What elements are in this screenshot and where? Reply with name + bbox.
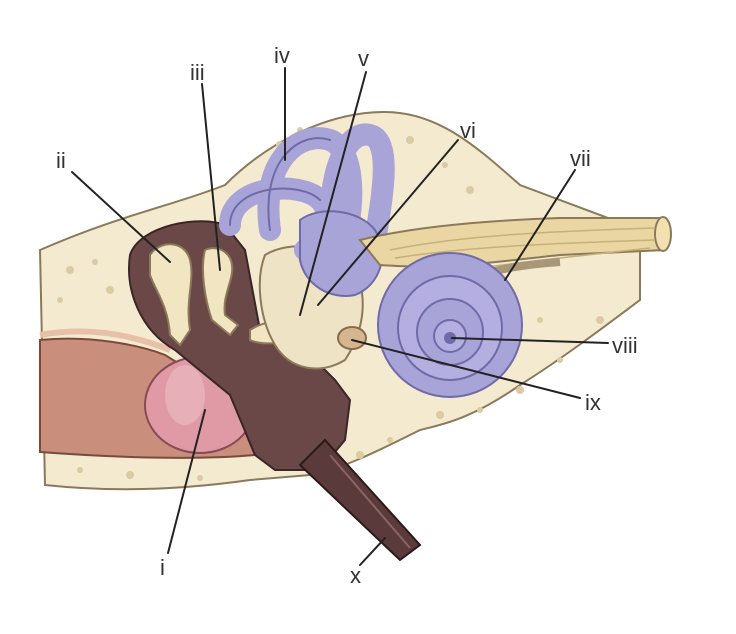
label-iv: iv xyxy=(274,43,290,68)
leader-line-ix xyxy=(351,339,581,399)
label-i: i xyxy=(160,555,165,580)
vestibular-body xyxy=(299,210,384,297)
label-vi: vi xyxy=(460,118,476,143)
leader-line-v xyxy=(299,71,367,316)
leader-line-i xyxy=(167,409,206,554)
label-ii: ii xyxy=(56,148,66,173)
label-x: x xyxy=(350,563,361,588)
leader-line-vii xyxy=(504,169,576,281)
incus xyxy=(202,247,240,337)
label-viii: viii xyxy=(612,333,638,358)
label-v: v xyxy=(358,46,369,71)
leader-line-ii xyxy=(71,171,171,263)
ear-canal-lining xyxy=(39,328,172,353)
malleus xyxy=(149,243,193,347)
label-vii: vii xyxy=(570,146,591,171)
leader-line-viii xyxy=(451,337,609,344)
label-ix: ix xyxy=(585,390,601,415)
eustachian-tube xyxy=(298,438,422,562)
leader-line-vi xyxy=(317,139,459,306)
cochlea xyxy=(377,252,523,398)
round-window xyxy=(337,326,367,350)
leader-line-iii xyxy=(201,83,221,271)
label-iii: iii xyxy=(190,60,205,85)
leader-line-x xyxy=(359,537,386,566)
